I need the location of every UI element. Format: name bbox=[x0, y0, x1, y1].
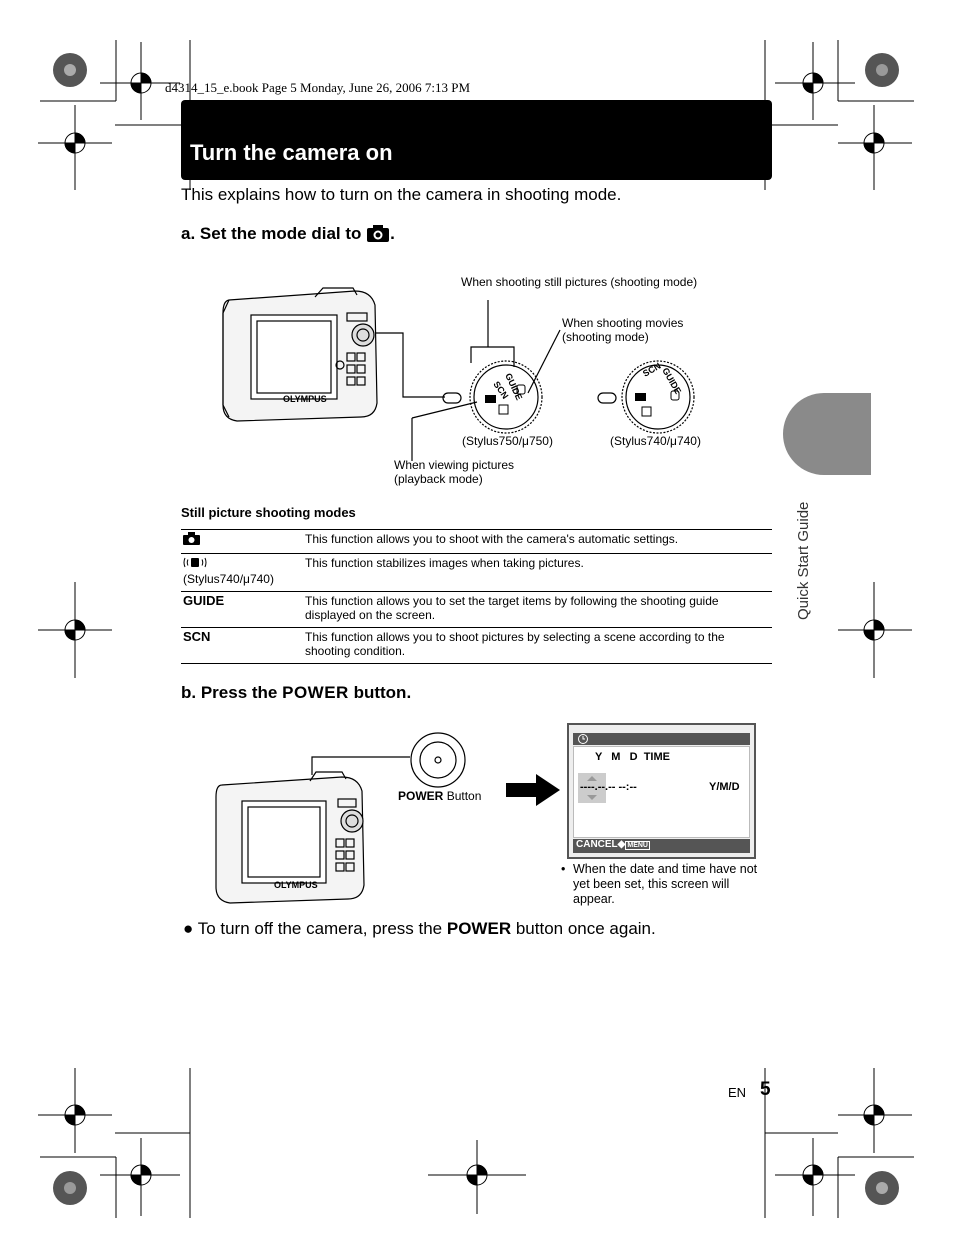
step-a-text: a. Set the mode dial to bbox=[181, 224, 362, 243]
mode-desc: This function allows you to shoot pictur… bbox=[303, 627, 772, 664]
callout-playback-line1: When viewing pictures bbox=[394, 458, 515, 472]
power-button-label: POWER Button bbox=[398, 789, 481, 803]
model-750-label: (Stylus750/μ750) bbox=[462, 434, 553, 448]
image-stabilizer-icon bbox=[183, 557, 207, 568]
mode-desc: This function stabilizes images when tak… bbox=[303, 553, 772, 592]
callout-movies-line1: When shooting movies bbox=[562, 316, 684, 330]
mode-desc: This function allows you to set the targ… bbox=[303, 591, 772, 628]
table-row: GUIDE This function allows you to set th… bbox=[181, 591, 772, 628]
step-b-prefix: b. Press the bbox=[181, 683, 278, 702]
step-a-period: . bbox=[390, 224, 395, 243]
table-row: (Stylus740/μ740) This function stabilize… bbox=[181, 553, 772, 592]
mode-stabilizer-cell: (Stylus740/μ740) bbox=[181, 553, 303, 592]
right-arrow-icon bbox=[506, 774, 560, 806]
camera-icon bbox=[367, 225, 390, 242]
page-number: 5 bbox=[760, 1079, 771, 1100]
intro-text: This explains how to turn on the camera … bbox=[181, 185, 622, 204]
screen-header-text: Y M D TIME bbox=[595, 751, 670, 763]
camera-brand-label: OLYMPUS bbox=[283, 394, 327, 404]
side-tab bbox=[783, 393, 871, 475]
step-a-heading: a. Set the mode dial to . bbox=[181, 224, 395, 244]
power-key-label: POWER bbox=[282, 683, 349, 702]
callout-movies-line2: (shooting mode) bbox=[562, 330, 649, 344]
lcd-screen: Y M D TIME ----.--.-- --:-- Y/M/D CANCEL… bbox=[567, 723, 756, 859]
starburst-mark bbox=[53, 53, 899, 1205]
diamond-icon: ◆ bbox=[617, 839, 626, 850]
dial-play-icon-740 bbox=[641, 406, 652, 417]
dial-movie-icon bbox=[516, 384, 526, 395]
final-instruction: ● To turn off the camera, press the POWE… bbox=[183, 919, 656, 939]
screen-header-bar bbox=[573, 733, 750, 745]
title-bar bbox=[181, 100, 772, 180]
power-button-text: Button bbox=[446, 789, 482, 803]
table-row: This function allows you to shoot with t… bbox=[181, 529, 772, 554]
dial-camera-icon bbox=[485, 395, 496, 403]
screen-cancel-label: CANCEL bbox=[576, 839, 618, 850]
screen-note-text: When the date and time have not yet been… bbox=[573, 862, 758, 906]
power-key-label-small: POWER bbox=[398, 789, 444, 803]
bullet-dot-icon: ● bbox=[183, 919, 194, 938]
modes-table: This function allows you to shoot with t… bbox=[181, 529, 772, 664]
screen-date-format: Y/M/D bbox=[709, 781, 740, 793]
screen-footer: CANCEL◆MENU bbox=[573, 839, 750, 853]
mode-desc: This function allows you to shoot with t… bbox=[303, 529, 772, 554]
bullet: • bbox=[561, 862, 566, 876]
print-header-meta: d4314_15_e.book Page 5 Monday, June 26, … bbox=[165, 80, 471, 95]
model-740-label: (Stylus740/μ740) bbox=[610, 434, 701, 448]
camera-brand-label: OLYMPUS bbox=[274, 880, 318, 890]
screen-date-value: ----.--.-- --:-- bbox=[580, 781, 637, 793]
mode-label: SCN bbox=[181, 627, 303, 664]
mode-auto-cell bbox=[181, 529, 303, 554]
power-button-illustration: OLYMPUS bbox=[215, 732, 466, 904]
clock-icon bbox=[578, 734, 588, 744]
modes-table-title: Still picture shooting modes bbox=[181, 505, 356, 520]
screen-body: Y M D TIME ----.--.-- --:-- Y/M/D bbox=[573, 746, 750, 838]
side-section-label: Quick Start Guide bbox=[795, 501, 812, 620]
page-language: EN bbox=[728, 1085, 747, 1100]
mode-dial-illustration: OLYMPUS SCN GUIDE SCN GUIDE bbox=[222, 287, 695, 461]
mode-label: GUIDE bbox=[181, 591, 303, 628]
camera-icon bbox=[183, 532, 200, 545]
dial-movie-icon-740 bbox=[670, 390, 680, 401]
dial-camera-icon-740 bbox=[635, 393, 646, 401]
up-down-arrows-icon bbox=[587, 776, 597, 800]
final-prefix: To turn off the camera, press the bbox=[197, 919, 443, 938]
step-b-suffix: button. bbox=[353, 683, 412, 702]
mode-sublabel: (Stylus740/μ740) bbox=[183, 572, 274, 586]
dial-play-icon bbox=[498, 404, 509, 415]
page-title: Turn the camera on bbox=[190, 140, 393, 165]
callout-playback-line2: (playback mode) bbox=[394, 472, 483, 486]
table-row: SCN This function allows you to shoot pi… bbox=[181, 627, 772, 664]
power-key-label: POWER bbox=[446, 919, 512, 938]
step-b-heading: b. Press the POWER button. bbox=[181, 683, 411, 703]
menu-key-label: MENU bbox=[625, 841, 650, 850]
screen-selector bbox=[578, 773, 606, 803]
callout-still: When shooting still pictures (shooting m… bbox=[461, 275, 698, 289]
screen-note: • When the date and time have not yet be… bbox=[561, 862, 761, 907]
final-suffix: button once again. bbox=[515, 919, 656, 938]
